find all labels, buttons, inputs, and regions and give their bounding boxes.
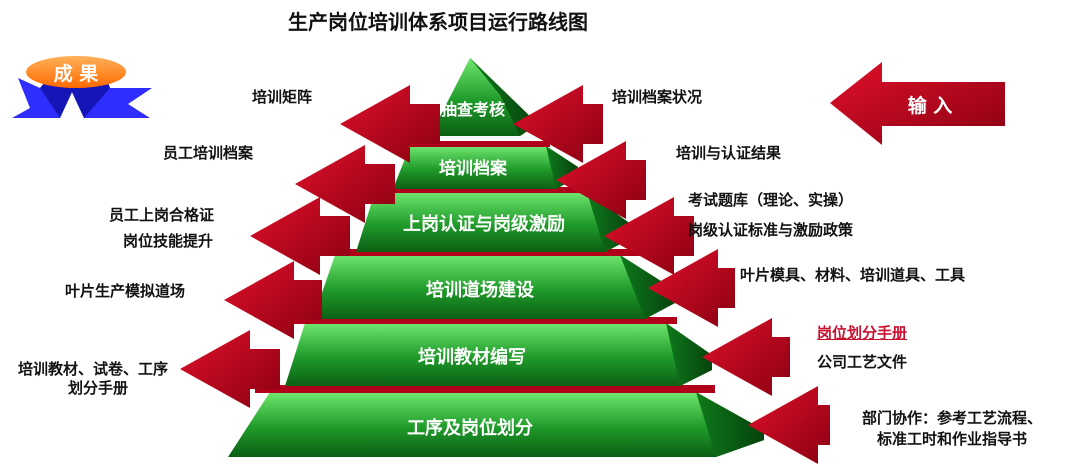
output-label: 培训教材、试卷、工序 bbox=[18, 360, 169, 378]
input-label: 培训与认证结果 bbox=[676, 144, 782, 162]
input-label: 公司工艺文件 bbox=[817, 353, 908, 371]
output-label: 岗位技能提升 bbox=[123, 232, 214, 250]
output-label: 叶片生产模拟道场 bbox=[65, 282, 186, 300]
input-label: 部门协作：参考工艺流程、 bbox=[862, 409, 1043, 427]
arrow-left-icon bbox=[648, 249, 735, 327]
input-badge-label: 输 入 bbox=[908, 94, 953, 117]
arrow-left-icon bbox=[180, 330, 280, 408]
arrow-left-icon bbox=[340, 85, 440, 163]
level-label: 培训教材编写 bbox=[418, 346, 526, 368]
level-certification: 上岗认证与岗级激励 bbox=[356, 187, 632, 252]
output-label: 划分手册 bbox=[68, 379, 129, 397]
level-label: 培训道场建设 bbox=[426, 279, 534, 301]
input-label-highlight[interactable]: 岗位划分手册 bbox=[817, 324, 908, 342]
level-material-writing: 培训教材编写 bbox=[285, 317, 712, 386]
input-arrows bbox=[513, 85, 830, 464]
level-dojo-construction: 培训道场建设 bbox=[313, 249, 675, 319]
level-label: 抽查考核 bbox=[441, 100, 505, 119]
input-label: 考试题库（理论、实操） bbox=[688, 191, 854, 209]
arrow-left-icon bbox=[295, 145, 395, 223]
output-label: 培训矩阵 bbox=[252, 88, 313, 106]
input-label: 叶片模具、材料、培训道具、工具 bbox=[740, 266, 966, 284]
level-label: 工序及岗位划分 bbox=[407, 417, 533, 439]
arrow-left-icon bbox=[604, 197, 694, 275]
level-process-division: 工序及岗位划分 bbox=[228, 385, 764, 457]
output-label: 员工上岗合格证 bbox=[109, 206, 215, 224]
input-label: 培训档案状况 bbox=[612, 88, 703, 106]
input-badge: 输 入 bbox=[830, 62, 1005, 145]
level-training-archive: 培训档案 bbox=[393, 141, 578, 189]
arrow-left-icon bbox=[748, 386, 830, 464]
output-arrows bbox=[180, 85, 440, 408]
arrow-left-icon bbox=[556, 141, 646, 219]
arrow-left-icon bbox=[702, 318, 790, 396]
output-label: 员工培训档案 bbox=[163, 144, 254, 162]
input-label: 标准工时和作业指导书 bbox=[877, 430, 1028, 448]
arrow-left-icon bbox=[830, 62, 1005, 145]
level-label: 培训档案 bbox=[439, 158, 508, 179]
arrow-left-icon bbox=[224, 261, 322, 339]
level-label: 上岗认证与岗级激励 bbox=[403, 213, 565, 235]
arrow-left-icon bbox=[250, 197, 350, 275]
input-label: 岗级认证标准与激励政策 bbox=[688, 221, 854, 239]
page-title: 生产岗位培训体系项目运行路线图 bbox=[288, 10, 588, 34]
arrow-left-icon bbox=[513, 85, 603, 163]
output-badge: 成 果 bbox=[12, 56, 152, 118]
output-badge-label: 成 果 bbox=[54, 62, 99, 85]
level-spot-check: 抽查考核 bbox=[430, 58, 538, 136]
